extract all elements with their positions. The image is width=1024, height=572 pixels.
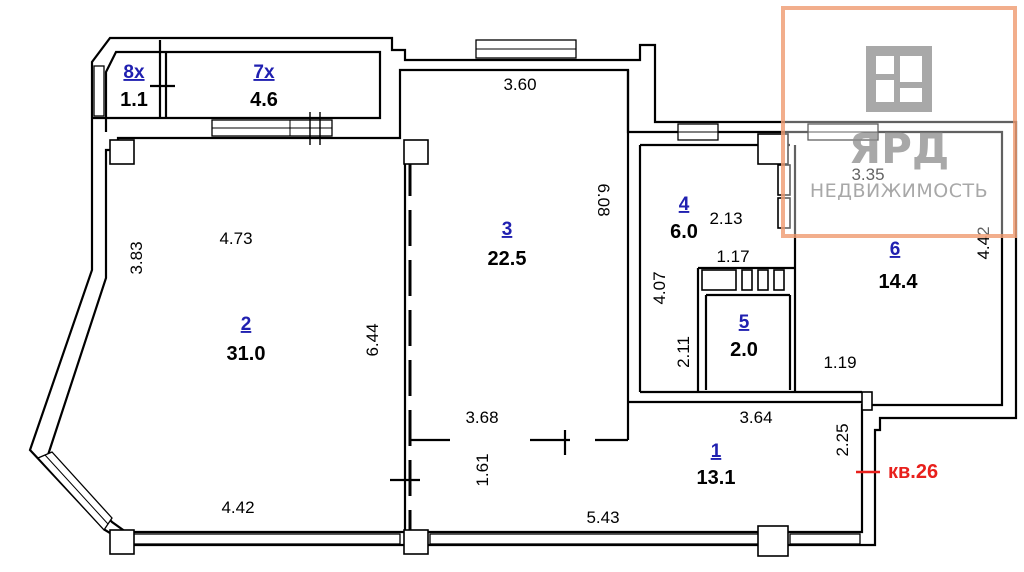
room-number: 2 [241,314,252,335]
room-number: 1 [711,441,722,462]
dimension-label: 6.44 [363,323,382,356]
dimension-label: 3.35 [851,165,884,184]
room-number: 4 [679,194,690,215]
logo-mark-icon [866,46,932,112]
room-labels: 1 13.1 2 31.0 3 22.5 4 6.0 5 2.0 6 14.4 … [120,62,918,489]
dimension-label: 2.25 [833,423,852,456]
apartment-marker: кв.26 [856,461,938,483]
windows [36,39,879,545]
columns [109,133,789,557]
dimension-label: 1.61 [473,453,492,486]
dimension-label: 3.68 [465,408,498,427]
dimension-label: 6.08 [594,183,613,216]
room-number: 5 [739,312,750,333]
room-area: 31.0 [227,343,266,365]
room-number: 6 [890,239,901,260]
logo-subtitle: НЕДВИЖИМОСТЬ [810,180,988,202]
room-area: 6.0 [670,221,698,243]
apartment-label: кв.26 [888,461,938,483]
dimension-label: 4.42 [221,498,254,517]
room-area: 13.1 [697,467,736,489]
room-area: 2.0 [730,339,758,361]
dimension-label: 2.13 [709,209,742,228]
dimension-label: 2.11 [674,336,693,368]
room-number: 3 [502,219,513,240]
dimension-label: 4.07 [650,271,669,304]
dimension-label: 3.64 [739,408,772,427]
room-number: 8х [123,62,145,83]
room-area: 14.4 [879,271,919,293]
logo-watermark: ЯРД НЕДВИЖИМОСТЬ [781,6,1017,238]
room-area: 4.6 [250,89,278,111]
room-area: 1.1 [120,89,148,111]
room-number: 7х [253,62,275,83]
dimension-label: 3.83 [127,241,146,274]
dimension-label: 5.43 [586,508,619,527]
dimension-label: 1.17 [716,247,749,266]
logo-name: ЯРД [849,124,950,173]
room-area: 22.5 [488,248,527,270]
dimension-label: 1.19 [823,353,856,372]
walls [28,36,1018,547]
dimension-label: 3.60 [503,75,536,94]
dimension-label: 4.73 [219,229,252,248]
